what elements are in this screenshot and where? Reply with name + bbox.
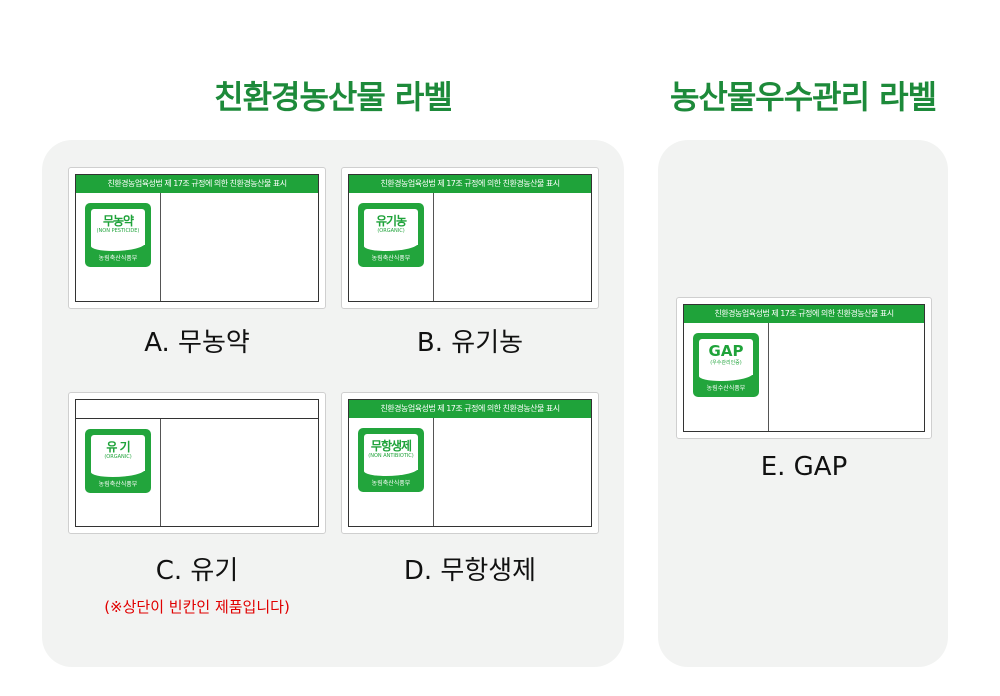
label-card-e: 친환경농업육성법 제 17조 규정에 의한 친환경농산물 표시 GAP(우수관리… bbox=[676, 297, 932, 439]
non-pesticide-logo: 무농약(NON PESTICIDE)농림축산식품부 bbox=[85, 203, 151, 267]
eco-label-title: 친환경농산물 라벨 bbox=[214, 78, 453, 116]
gap-label-title: 농산물우수관리 라벨 bbox=[669, 78, 937, 116]
card-a-label: A. 무농약 bbox=[144, 328, 250, 358]
card-d-label: D. 무항생제 bbox=[403, 556, 537, 586]
organic-logo: 유 기(ORGANIC)농림축산식품부 bbox=[85, 429, 151, 493]
card-c-label: C. 유기 bbox=[155, 556, 239, 586]
label-card-b: 친환경농업육성법 제 17조 규정에 의한 친환경농산물 표시 유기농(ORGA… bbox=[341, 167, 599, 309]
gap-logo: GAP(우수관리인증)농림수산식품부 bbox=[693, 333, 759, 397]
card-e-label: E. GAP bbox=[760, 452, 848, 482]
label-card-d: 친환경농업육성법 제 17조 규정에 의한 친환경농산물 표시 무항생제(NON… bbox=[341, 392, 599, 534]
label-card-a: 친환경농업육성법 제 17조 규정에 의한 친환경농산물 표시 무농약(NON … bbox=[68, 167, 326, 309]
label-header-empty bbox=[76, 400, 318, 419]
label-header: 친환경농업육성법 제 17조 규정에 의한 친환경농산물 표시 bbox=[684, 305, 924, 323]
card-b-label: B. 유기농 bbox=[416, 328, 524, 358]
empty-header-note: (※상단이 빈칸인 제품입니다) bbox=[104, 598, 290, 616]
organic-logo: 유기농(ORGANIC)농림축산식품부 bbox=[358, 203, 424, 267]
label-card-c: 유 기(ORGANIC)농림축산식품부 bbox=[68, 392, 326, 534]
non-antibiotic-logo: 무항생제(NON ANTIBIOTIC)농림축산식품부 bbox=[358, 428, 424, 492]
label-header: 친환경농업육성법 제 17조 규정에 의한 친환경농산물 표시 bbox=[349, 400, 591, 418]
label-header: 친환경농업육성법 제 17조 규정에 의한 친환경농산물 표시 bbox=[76, 175, 318, 193]
label-header: 친환경농업육성법 제 17조 규정에 의한 친환경농산물 표시 bbox=[349, 175, 591, 193]
